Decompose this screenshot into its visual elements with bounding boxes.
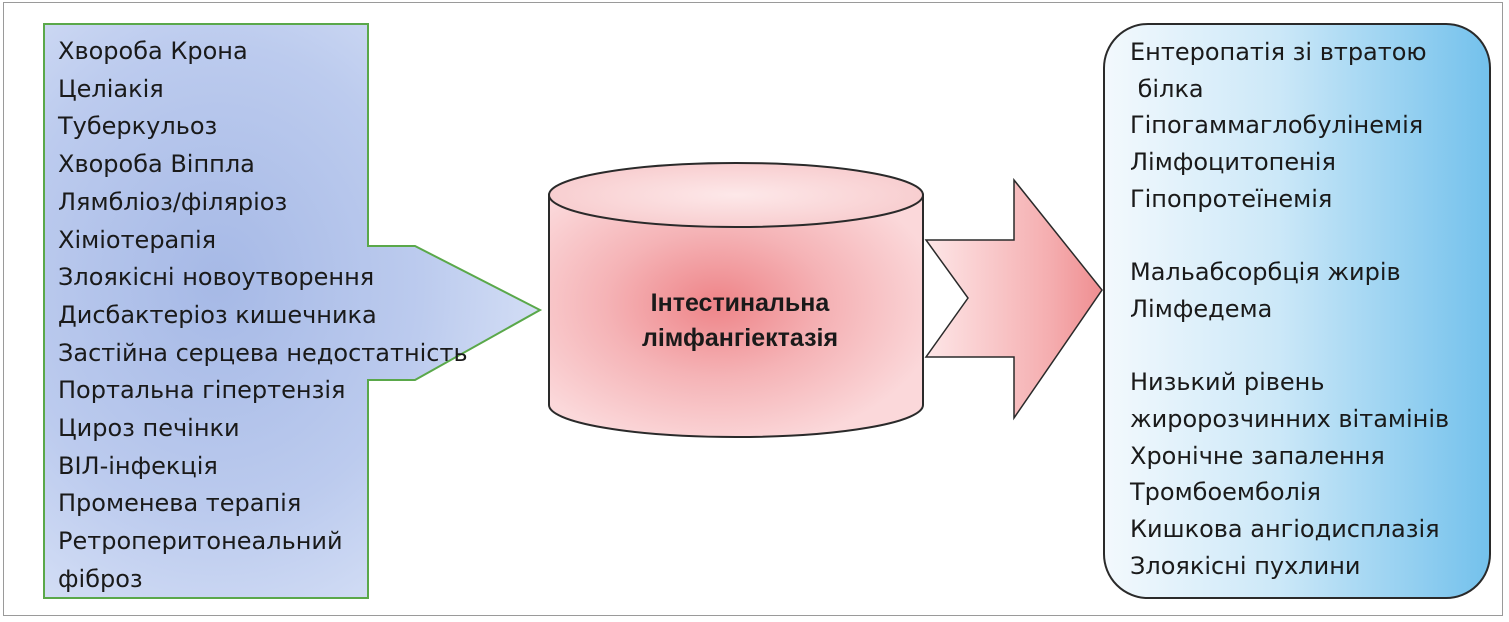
cause-item: Хвороба Віппла [58, 150, 255, 179]
cause-item: Хвороба Крона [58, 37, 248, 65]
effect-item: Гіпопротеїнемія [1130, 184, 1333, 213]
cause-item: Застійна серцева недостатність [58, 338, 468, 367]
effect-item: Тромбоемболія [1130, 478, 1321, 507]
effect-item: Ентеропатія зі втратою [1130, 38, 1427, 66]
causes-list: Хвороба Крона Целіакія Туберкульоз Хворо… [58, 33, 488, 599]
causes-arrow [43, 23, 543, 599]
center-title: Інтестинальна лімфангіектазія [560, 286, 920, 356]
cause-item: Дисбактеріоз кишечника [58, 300, 377, 329]
effect-item: Хронічне запалення [1130, 441, 1385, 470]
effect-item: Низький рівень [1130, 368, 1325, 397]
cause-item: фіброз [58, 564, 143, 593]
effects-list: Ентеропатія зі втратою білка Гіпогаммагл… [1130, 34, 1475, 585]
effect-item: Злоякісні пухлини [1130, 551, 1361, 580]
effect-item: Лімфоцитопенія [1130, 148, 1336, 177]
effect-item: Лімфедема [1130, 294, 1273, 323]
cause-item: Променева терапія [58, 489, 302, 518]
cause-item: Хіміотерапія [58, 225, 217, 254]
effect-item: жиророзчинних вітамінів [1130, 405, 1450, 433]
effect-item: Мальабсорбція жирів [1130, 258, 1401, 287]
effects-arrow [924, 177, 1103, 421]
effect-spacer [1130, 328, 1475, 365]
cause-item: Цироз печінки [58, 414, 240, 443]
center-title-line1: Інтестинальна [650, 289, 830, 317]
effects-box [1103, 23, 1491, 599]
cause-item: Туберкульоз [58, 112, 218, 141]
cause-item: ВІЛ-інфекція [58, 451, 218, 480]
effect-item: Кишкова ангіодисплазія [1130, 515, 1440, 544]
effect-item: Гіпогаммаглобулінемія [1130, 111, 1424, 140]
cause-item: Злоякісні новоутворення [58, 263, 375, 292]
center-title-line2: лімфангіектазія [641, 324, 839, 352]
center-cylinder [548, 162, 924, 438]
cause-item: Целіакія [58, 74, 164, 103]
cause-item: Ретроперитонеальний [58, 527, 343, 556]
effect-spacer [1130, 218, 1475, 255]
effect-item: білка [1130, 74, 1204, 103]
cause-item: Лямбліоз/філяріоз [58, 187, 288, 216]
cause-item: Портальна гіпертензія [58, 376, 346, 405]
